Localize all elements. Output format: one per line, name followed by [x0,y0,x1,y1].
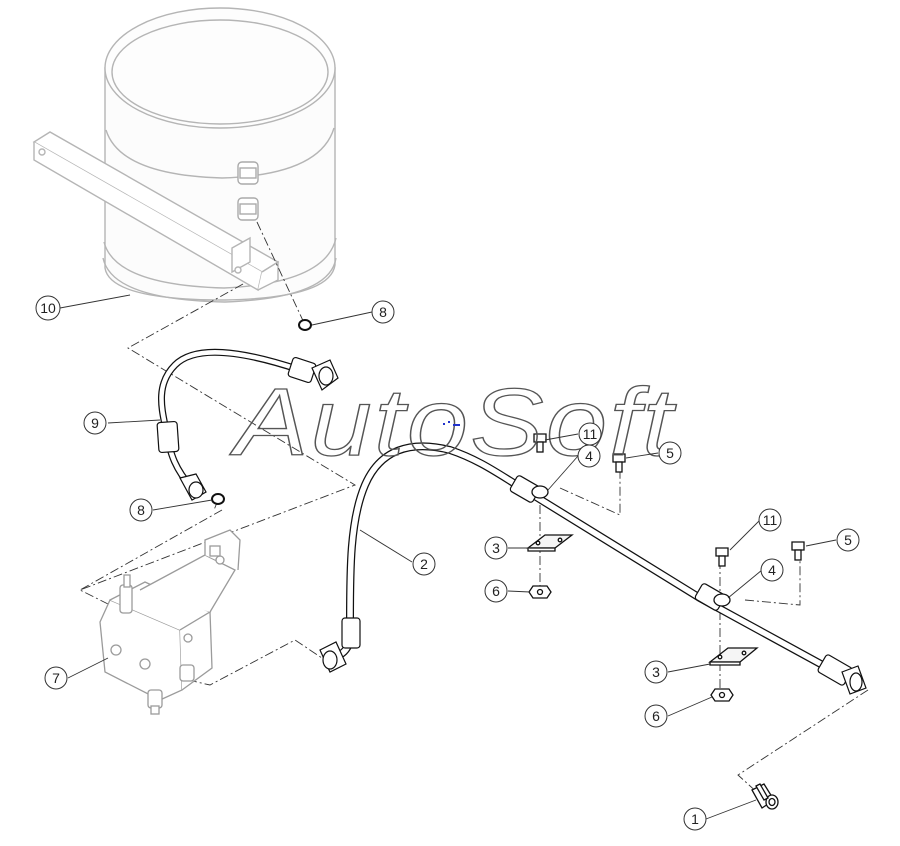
washer-8 [211,319,312,505]
hose-2 [319,442,867,695]
svg-text:1: 1 [691,811,699,827]
svg-text:8: 8 [137,502,145,518]
valve-7 [99,529,241,715]
svg-text:5: 5 [844,532,852,548]
callout-8-upper: 8 [371,300,395,324]
hose-9 [156,348,339,501]
callout-10: 10 [35,295,61,321]
clamp-assembly-1 [526,433,626,599]
svg-text:3: 3 [492,540,500,556]
connector-1 [751,783,779,810]
callout-1: 1 [683,807,707,831]
svg-text:6: 6 [652,708,660,724]
callout-3-lower: 3 [644,660,668,684]
svg-text:7: 7 [52,670,60,686]
clamp-assembly-2 [708,541,805,702]
svg-text:5: 5 [666,445,674,461]
callout-7: 7 [44,666,68,690]
svg-text:2: 2 [420,556,428,572]
air-tank [32,7,337,303]
callout-9: 9 [83,411,107,435]
watermark-text: AutoSoft [229,369,676,476]
callout-4-upper: 4 [577,444,601,468]
svg-text:3: 3 [652,664,660,680]
callout-6-upper: 6 [484,579,508,603]
callouts: 10 8 9 8 7 2 11 4 [35,295,860,831]
callout-leaders [59,294,837,820]
callout-11-upper: 11 [578,422,602,446]
callout-8-lower: 8 [129,498,153,522]
callout-4-lower: 4 [760,558,784,582]
leader-lines [78,221,869,796]
callout-5-lower: 5 [836,528,860,552]
callout-11-lower: 11 [758,508,782,532]
callout-3-upper: 3 [484,536,508,560]
svg-text:9: 9 [91,415,99,431]
svg-text:4: 4 [768,562,776,578]
watermark-dots [443,421,460,426]
svg-text:6: 6 [492,583,500,599]
callout-5-upper: 5 [658,441,682,465]
svg-text:4: 4 [585,448,593,464]
svg-text:10: 10 [40,300,56,316]
callout-6-lower: 6 [644,704,668,728]
callout-2: 2 [412,552,436,576]
svg-text:8: 8 [379,304,387,320]
svg-text:11: 11 [583,426,598,442]
svg-text:11: 11 [763,512,778,528]
